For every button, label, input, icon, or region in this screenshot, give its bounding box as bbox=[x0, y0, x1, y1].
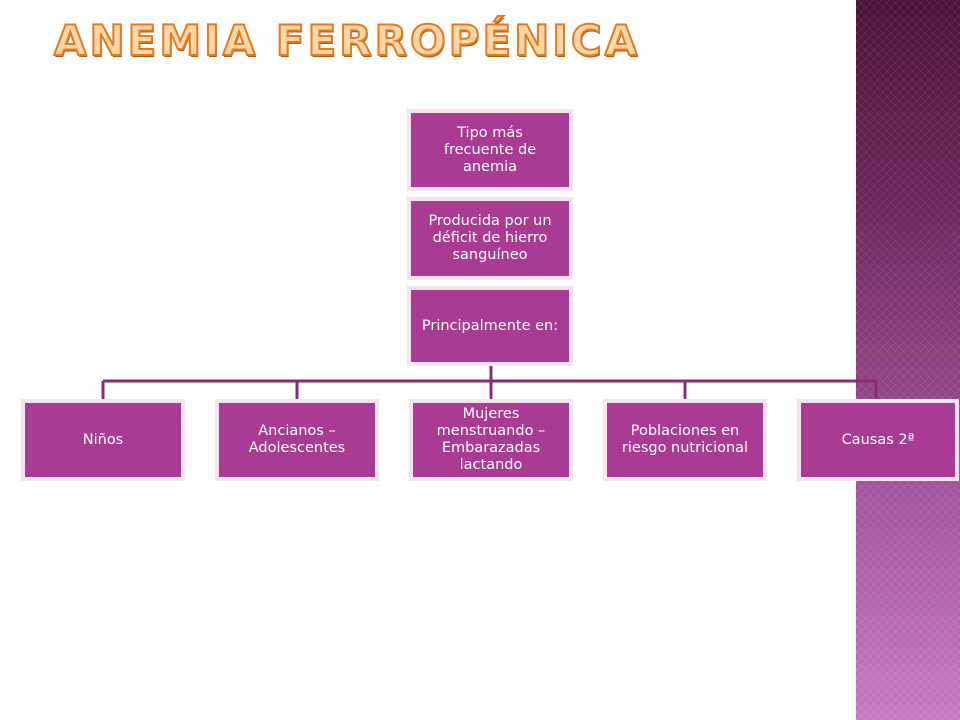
node-deficit-hierro: Producida por un déficit de hierro sangu… bbox=[407, 197, 573, 280]
node-tipo-frecuente: Tipo más frecuente de anemia bbox=[407, 109, 573, 191]
node-ancianos-adolescentes: Ancianos – Adolescentes bbox=[215, 399, 379, 481]
node-poblaciones-riesgo: Poblaciones en riesgo nutricional bbox=[603, 399, 767, 481]
node-principalmente: Principalmente en: bbox=[407, 286, 573, 366]
decorative-side-band bbox=[856, 0, 960, 720]
node-causas-2a: Causas 2ª bbox=[797, 399, 959, 481]
node-mujeres: Mujeres menstruando – Embarazadas lactan… bbox=[409, 399, 573, 481]
slide-title: ANEMIA FERROPÉNICA bbox=[53, 15, 641, 66]
node-ninos: Niños bbox=[21, 399, 185, 481]
